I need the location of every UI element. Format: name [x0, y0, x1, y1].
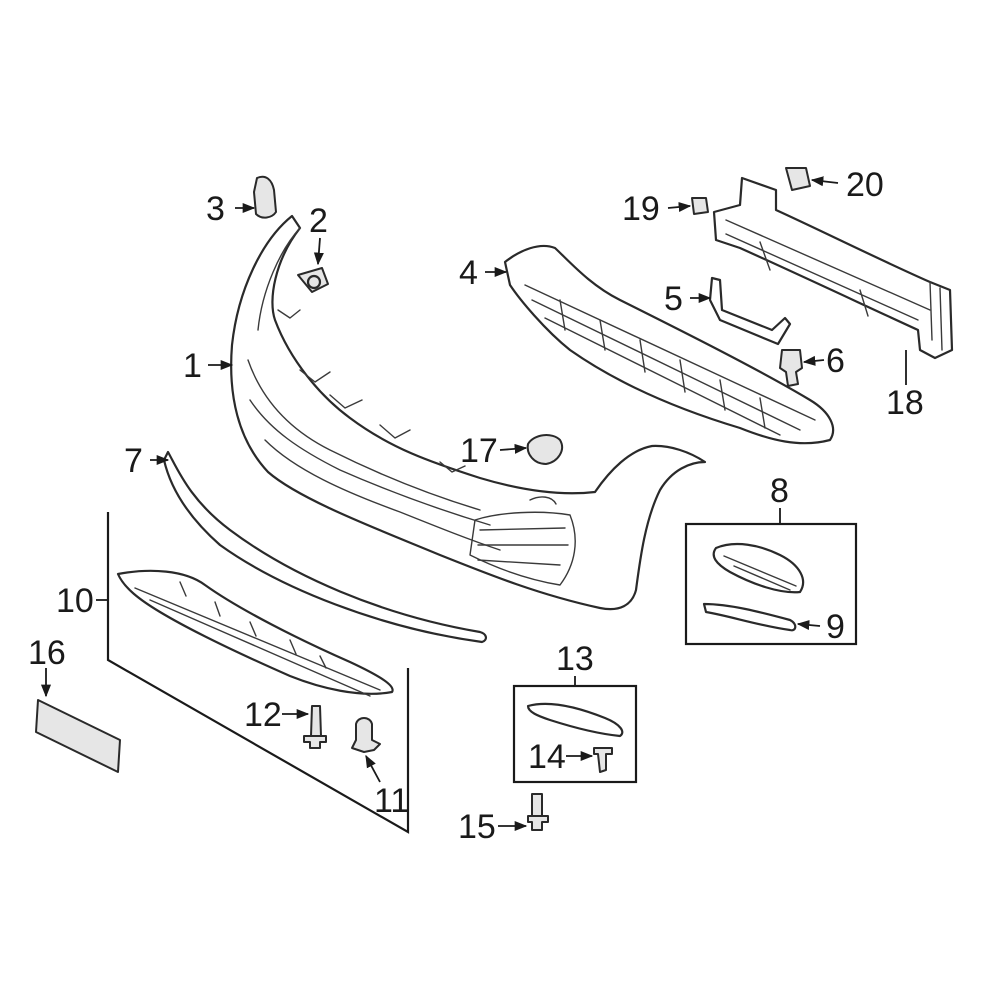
leader-lines — [40, 176, 907, 832]
callout-12: 12 — [244, 696, 282, 734]
callout-15: 15 — [458, 808, 496, 846]
callout-4: 4 — [459, 254, 478, 292]
screw-part-15 — [527, 793, 549, 831]
nut-part-19 — [691, 197, 709, 215]
callout-10: 10 — [56, 582, 94, 620]
callout-labels: 1 2 3 4 5 6 7 8 9 10 11 12 13 14 15 16 1… — [28, 166, 924, 846]
callout-11: 11 — [374, 782, 409, 820]
callout-2: 2 — [309, 202, 328, 240]
plate-bracket-part-16 — [35, 699, 121, 773]
bolt-part-2 — [297, 267, 329, 293]
callout-7: 7 — [124, 442, 143, 480]
deflector-shield-part-4 — [503, 244, 835, 445]
callout-9: 9 — [826, 608, 845, 646]
screw-part-6 — [779, 349, 803, 387]
callout-19: 19 — [622, 190, 660, 228]
callout-16: 16 — [28, 634, 66, 672]
push-pin-part-11 — [351, 717, 381, 753]
clip-part-20 — [785, 167, 811, 191]
callout-17: 17 — [460, 432, 498, 470]
push-pin-part-12 — [303, 705, 327, 749]
callout-1: 1 — [183, 347, 202, 385]
cover-cap-part-17 — [526, 434, 564, 465]
callout-6: 6 — [826, 342, 845, 380]
callout-8: 8 — [770, 472, 789, 510]
callout-20: 20 — [846, 166, 884, 204]
fog-lamp-group-8 — [684, 522, 858, 646]
reinforcement-beam-part-18 — [712, 176, 954, 360]
lower-shield-group-10 — [106, 512, 410, 834]
clip-part-3 — [253, 175, 277, 219]
callout-14: 14 — [528, 738, 566, 776]
bumper-cover-part — [230, 214, 707, 611]
callout-13: 13 — [556, 640, 594, 678]
callout-5: 5 — [664, 280, 683, 318]
callout-18: 18 — [886, 384, 924, 422]
callout-3: 3 — [206, 190, 225, 228]
molding-strip-part-7 — [162, 450, 487, 644]
bracket-part-5 — [708, 276, 792, 346]
